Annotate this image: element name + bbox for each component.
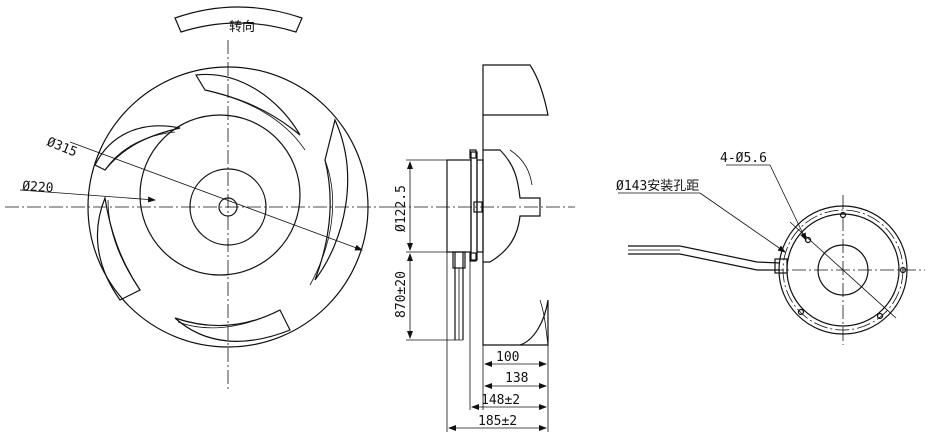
outer-diameter-leader (69, 141, 363, 251)
blade-5 (94, 125, 181, 171)
rear-cable (628, 245, 781, 271)
blade-4 (96, 195, 141, 301)
motor-diameter-label: Ø122.5 (394, 185, 409, 232)
dim-148-label: 148±2 (481, 393, 520, 408)
mount-pitch-label: Ø143安装孔距 (616, 179, 699, 194)
mount-hole-3 (876, 312, 884, 320)
mount-holes-label: 4-Ø5.6 (720, 151, 767, 166)
side-view: Ø122.5 870±20 100 138 148±2 185±2 (392, 64, 575, 432)
motor-cable (454, 252, 464, 340)
rotation-direction-indicator: 转向 (174, 6, 303, 35)
impeller-blades (94, 73, 349, 342)
motor-circle (189, 168, 267, 246)
motor-body (446, 159, 472, 253)
outer-diameter-label: Ø315 (45, 135, 80, 161)
mount-pitch-circle (782, 209, 904, 331)
blade-1 (195, 73, 301, 136)
mount-hole-2 (797, 308, 805, 316)
rear-shaft (817, 244, 869, 296)
front-view: 转向 Ø315 Ø220 (5, 6, 392, 390)
dim-138-label: 138 (505, 371, 528, 386)
impeller-outer-circle (87, 66, 369, 348)
rotation-label: 转向 (229, 19, 255, 35)
cable-length-label: 870±20 (394, 271, 409, 318)
mount-hole-1 (839, 211, 847, 219)
impeller-side-profile (482, 64, 549, 116)
hub-diameter-label: Ø220 (22, 179, 54, 196)
dim-100-label: 100 (496, 350, 519, 365)
shaft-circle (218, 197, 238, 217)
rear-view: 4-Ø5.6 Ø143安装孔距 (616, 151, 925, 345)
impeller-hub-ring (139, 114, 301, 276)
blade-2 (314, 118, 349, 281)
dim-185-label: 185±2 (478, 414, 517, 429)
hub-diameter-leader (19, 189, 156, 203)
